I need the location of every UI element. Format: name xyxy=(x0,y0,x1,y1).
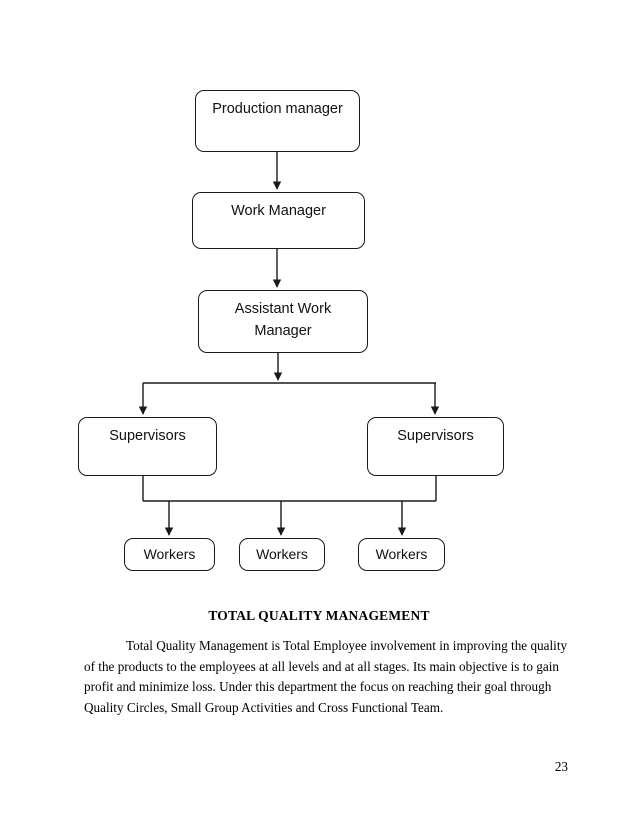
node-supervisors-right: Supervisors xyxy=(367,417,504,476)
node-label-line-2: Manager xyxy=(254,323,312,340)
node-workers-3: Workers xyxy=(358,538,445,571)
paragraph-line: Quality Circles, Small Group Activities … xyxy=(84,699,444,715)
page-number: 23 xyxy=(554,759,568,774)
node-label: Production manager xyxy=(212,101,343,117)
node-label: Workers xyxy=(375,545,428,562)
node-supervisors-left: Supervisors xyxy=(78,417,217,476)
paragraph-line: profit and minimize loss. Under this dep… xyxy=(84,679,552,694)
section-paragraph: Total Quality Management is Total Employ… xyxy=(0,636,638,718)
node-workers-2: Workers xyxy=(239,538,325,571)
node-label: Supervisors xyxy=(397,428,474,444)
section-text-block: TOTAL QUALITY MANAGEMENT Total Quality M… xyxy=(0,608,638,718)
node-label: Supervisors xyxy=(109,428,186,444)
node-label-line-1: Assistant Work xyxy=(234,301,332,317)
node-label: Workers xyxy=(143,545,196,562)
node-workers-1: Workers xyxy=(124,538,215,571)
node-production-manager: Production manager xyxy=(195,90,360,152)
diagram-connectors xyxy=(138,152,440,536)
paragraph-line: of the products to the employees at all … xyxy=(84,658,559,674)
node-label: Workers xyxy=(256,545,308,562)
section-heading: TOTAL QUALITY MANAGEMENT xyxy=(208,608,430,623)
node-work-manager: Work Manager xyxy=(192,192,365,249)
node-label: Work Manager xyxy=(231,203,326,219)
paragraph-line: Total Quality Management is Total Employ… xyxy=(126,638,568,653)
